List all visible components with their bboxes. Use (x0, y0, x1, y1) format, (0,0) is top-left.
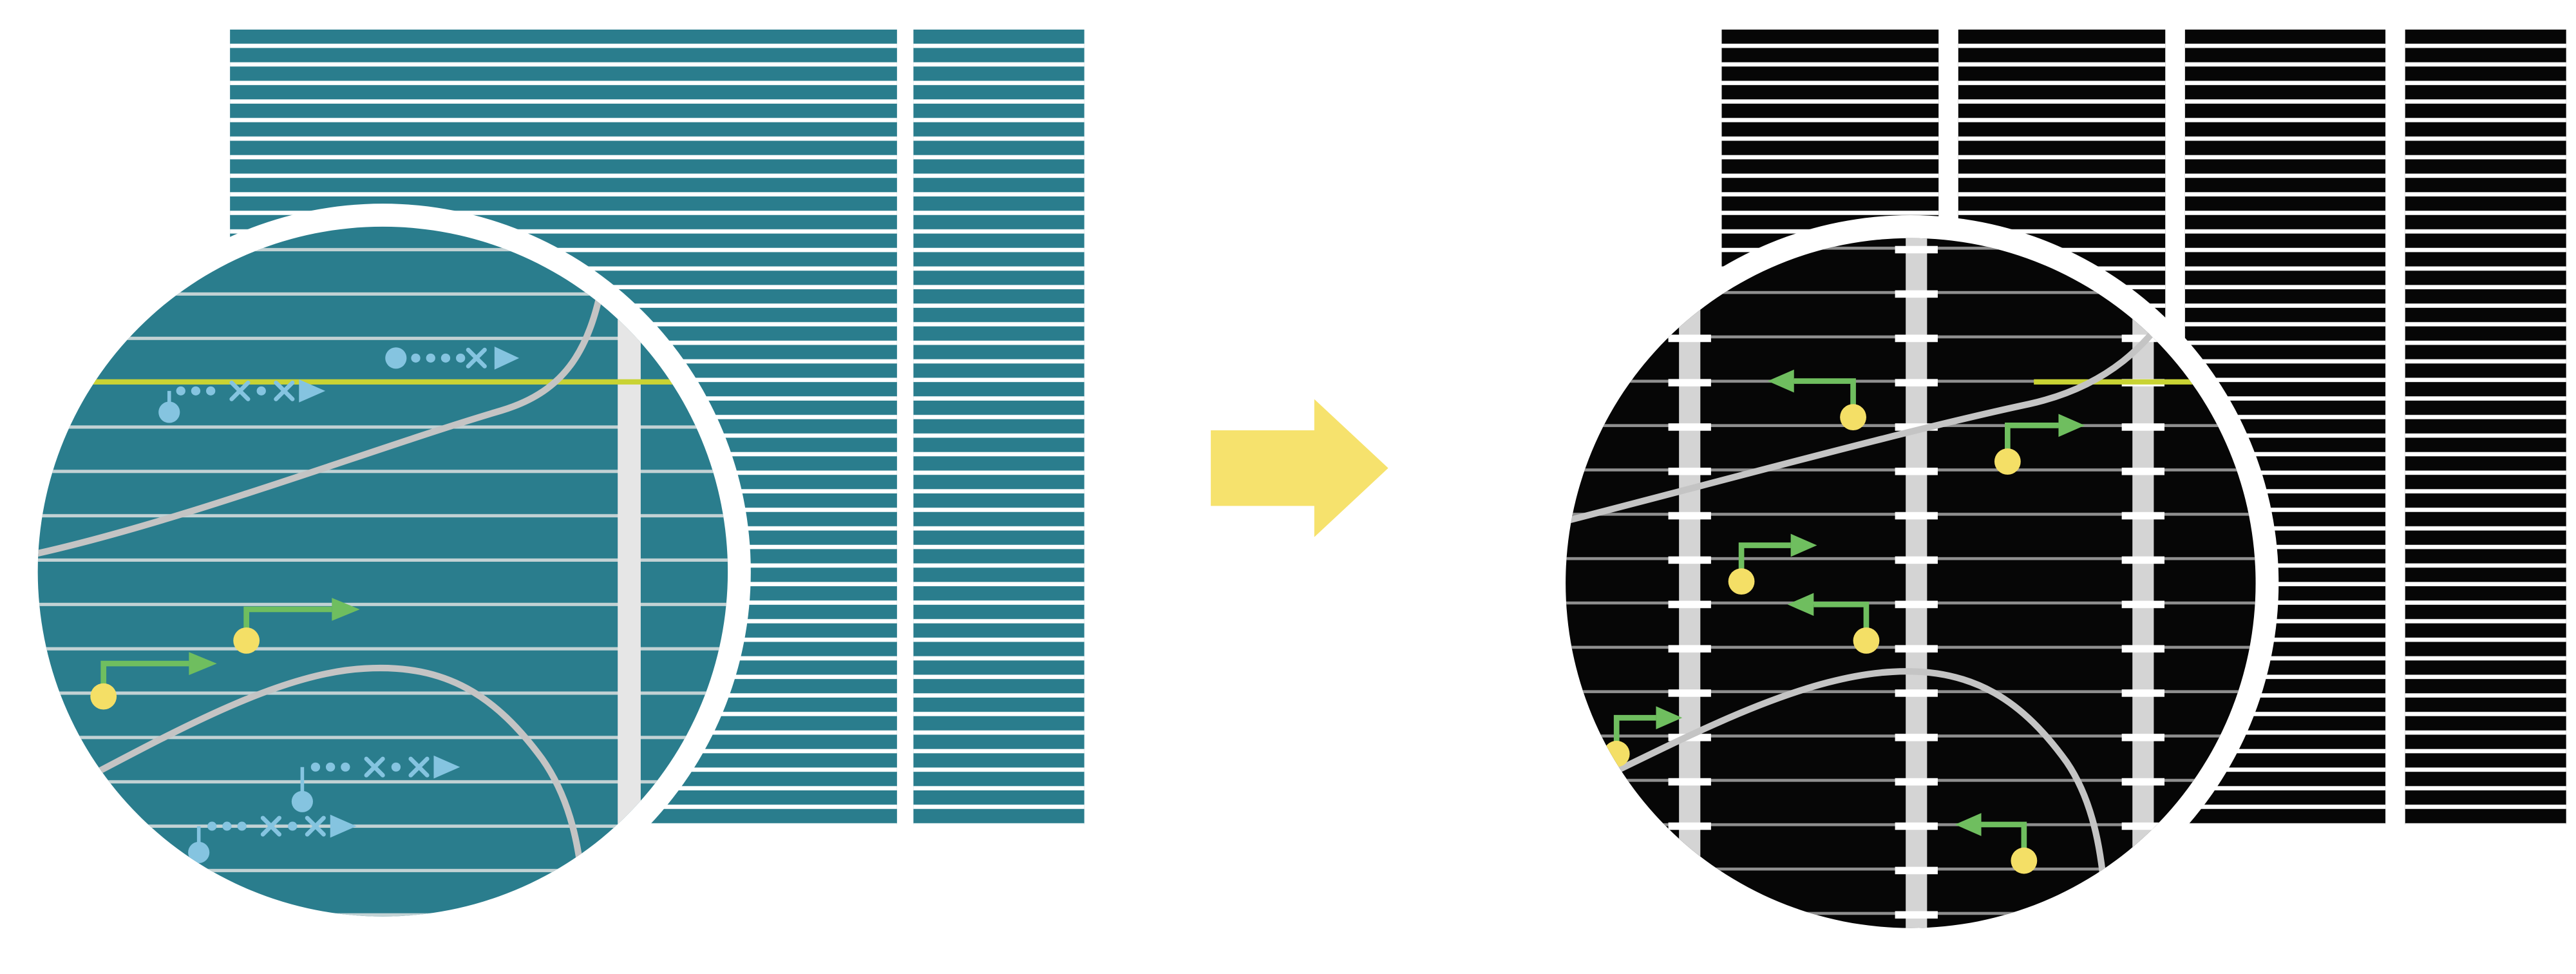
arrowhead-icon (1790, 533, 1817, 557)
carrier-arrow (1994, 414, 2085, 475)
arrowhead-icon (299, 379, 326, 403)
recombination-x-icon (229, 380, 251, 401)
busbar (1895, 238, 1938, 928)
carrier-dot (90, 683, 117, 710)
arrowhead-icon (330, 814, 357, 838)
arrowhead-icon (1787, 593, 1814, 616)
recombination-x-icon (274, 380, 295, 401)
carrier-arrow (1728, 533, 1817, 595)
arrowhead-icon (189, 652, 217, 675)
left-magnifier (14, 204, 751, 940)
carrier-arrow (233, 598, 360, 654)
carrier-arrow (1787, 593, 1880, 654)
carrier-arrow (1767, 369, 1866, 431)
busbar (2121, 238, 2164, 928)
carrier-dot (188, 841, 210, 863)
carrier-dot (158, 401, 180, 423)
carrier-arrow (1955, 813, 2038, 874)
scattered-carrier-path (385, 346, 520, 370)
finger-grid (2405, 29, 2566, 825)
arrowhead-icon (2058, 414, 2085, 437)
magnified-finger-grid (37, 226, 728, 917)
carrier-dot (385, 347, 407, 369)
right-magnifier (1542, 215, 2279, 951)
finger-grid (913, 29, 1084, 825)
grain-boundary (1566, 276, 2192, 526)
transition-arrow-icon (1211, 399, 1388, 537)
recombination-x-icon (260, 816, 281, 837)
scattered-carrier-path (291, 755, 460, 812)
arrowhead-icon (1955, 813, 1982, 836)
arrowhead-icon (332, 598, 360, 621)
highlighted-finger (37, 379, 723, 385)
busbar (1668, 238, 1711, 928)
magnified-detail-right (1566, 238, 2240, 928)
carrier-dot (2011, 847, 2038, 874)
recombination-x-icon (408, 756, 430, 778)
scattered-carrier-path (188, 814, 357, 863)
carrier-dot (1728, 568, 1755, 595)
recombination-x-icon (364, 756, 385, 778)
highlighted-finger (2034, 379, 2240, 385)
recombination-x-icon (305, 816, 326, 837)
carrier-dot (1994, 448, 2021, 475)
arrowhead-icon (494, 346, 520, 370)
arrowhead-icon (433, 755, 460, 779)
arrowhead-icon (1656, 706, 1683, 730)
carrier-dot (233, 627, 260, 654)
carrier-dot (1840, 404, 1866, 431)
carrier-arrow (90, 652, 217, 710)
carrier-dot (291, 790, 313, 812)
grain-boundary (1570, 668, 2110, 917)
busbar (618, 226, 641, 917)
arrowhead-icon (1767, 369, 1794, 393)
scattered-carrier-path (158, 379, 326, 423)
grain-boundary (37, 664, 589, 917)
carrier-dot (1853, 627, 1880, 654)
recombination-x-icon (466, 347, 487, 368)
